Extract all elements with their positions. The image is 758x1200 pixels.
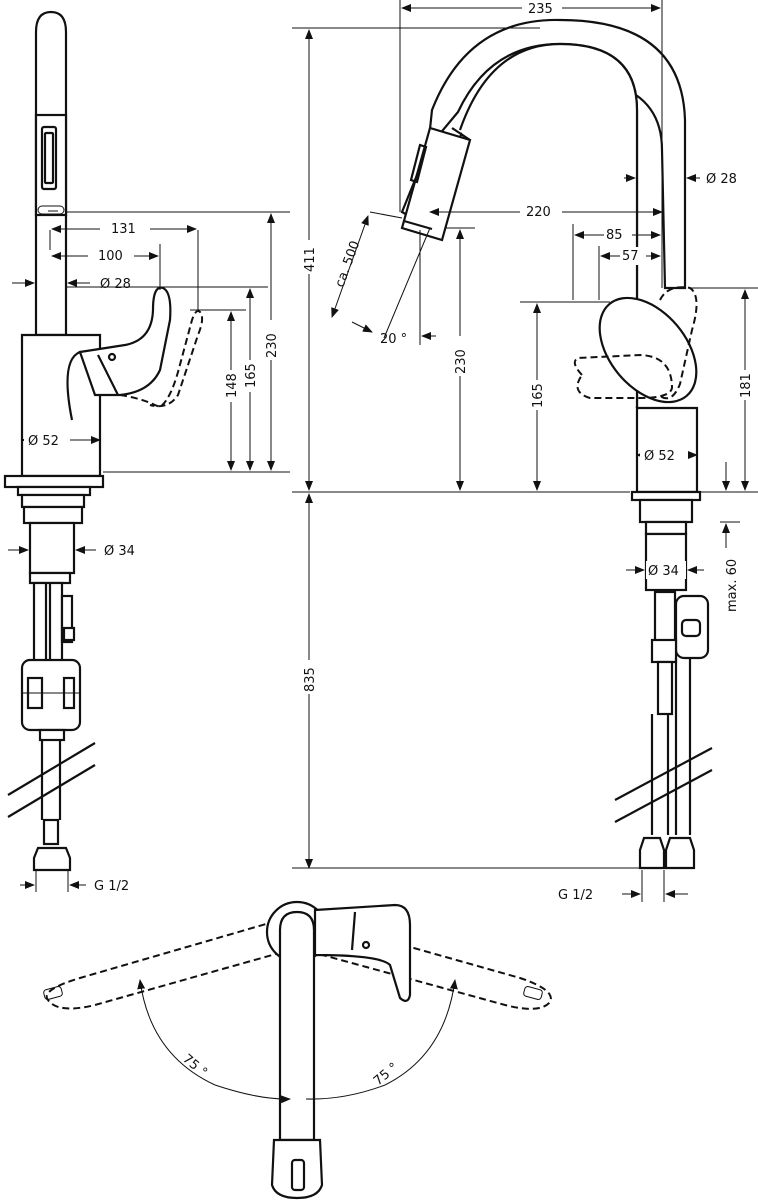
dim-835: 835 <box>303 667 318 692</box>
dim-max60: max. 60 <box>725 559 740 612</box>
left-side-view: 131 100 Ø 28 230 165 148 Ø 52 Ø 34 G 1/2 <box>3 10 290 894</box>
dim-57: 57 <box>622 249 639 264</box>
right-spray-head <box>400 126 472 242</box>
dim-d34-left: Ø 34 <box>104 544 135 559</box>
right-lever-handle <box>598 296 698 404</box>
dim-85: 85 <box>606 228 623 243</box>
top-spout <box>278 910 316 1142</box>
angle-75-left: 75 ° <box>179 1052 209 1081</box>
dim-230-right: 230 <box>454 349 469 374</box>
dim-d28-left: Ø 28 <box>100 277 131 292</box>
top-lever <box>313 903 412 1002</box>
dim-411: 411 <box>303 247 318 272</box>
dim-d34-right: Ø 34 <box>648 564 679 579</box>
dim-220: 220 <box>526 205 551 220</box>
dim-181: 181 <box>739 373 754 398</box>
top-view: 75 ° 75 ° <box>43 900 552 1200</box>
dim-230-left: 230 <box>265 333 280 358</box>
dim-d28-right: Ø 28 <box>706 172 737 187</box>
left-lever <box>78 286 172 397</box>
left-base-plate <box>3 474 105 489</box>
dim-d52-right: Ø 52 <box>644 449 675 464</box>
dim-g12-right: G 1/2 <box>558 888 593 903</box>
dim-148-left: 148 <box>225 373 240 398</box>
dim-d52-left: Ø 52 <box>28 434 59 449</box>
dim-235: 235 <box>528 2 553 17</box>
dim-131-left: 131 <box>111 222 136 237</box>
dim-165-right: 165 <box>531 383 546 408</box>
dim-100-left: 100 <box>98 249 123 264</box>
right-front-view: 235 411 835 Ø 28 220 85 57 ca. 500 20 ° <box>292 0 758 903</box>
dim-g12-left: G 1/2 <box>94 879 129 894</box>
right-base-plate <box>630 490 702 502</box>
dim-20deg: 20 ° <box>380 332 407 347</box>
dim-165-left: 165 <box>244 363 259 388</box>
